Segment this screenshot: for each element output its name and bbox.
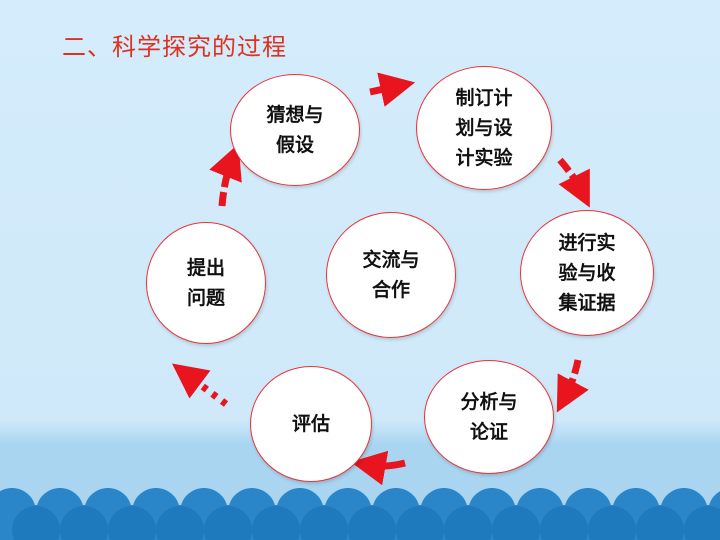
wave-scallop — [492, 506, 540, 540]
wave-scallop — [684, 506, 720, 540]
wave-scallop — [252, 506, 300, 540]
wave-scallop — [396, 506, 444, 540]
node-analyze-argue: 分析与 论证 — [424, 360, 554, 474]
node-guess-label: 猜想与 假设 — [266, 104, 324, 156]
wave-scallop — [108, 506, 156, 540]
arrow-evaluate-to-question — [172, 363, 229, 407]
wave-scallop — [156, 506, 204, 540]
wave-scallop — [444, 506, 492, 540]
arrow-question-to-guess — [209, 143, 242, 207]
wave-scallop — [204, 506, 252, 540]
node-guess-hypothesis: 猜想与 假设 — [230, 74, 360, 186]
wave-scallop — [300, 506, 348, 540]
arrow-analyze-to-evaluate — [350, 450, 406, 486]
slide-title: 二、科学探究的过程 — [62, 33, 287, 61]
node-evaluate-label: 评估 — [291, 413, 330, 435]
node-exchange-label: 交流与 合作 — [362, 249, 420, 301]
node-ask-question: 提出 问题 — [146, 222, 266, 344]
node-analyze-label: 分析与 论证 — [460, 391, 518, 443]
node-conduct-experiment: 进行实 验与收 集证据 — [520, 210, 654, 336]
arrow-guess-to-plan — [369, 72, 416, 107]
arrow-plan-to-experiment — [557, 157, 590, 208]
node-plan-experiment: 制订计 划与设 计实验 — [416, 66, 552, 190]
wave-scallop — [636, 506, 684, 540]
node-exchange-cooperate: 交流与 合作 — [326, 212, 456, 338]
wave-scallop — [348, 506, 396, 540]
node-evaluate: 评估 — [250, 366, 372, 482]
node-plan-label: 制订计 划与设 计实验 — [455, 87, 513, 169]
wave-scallop — [60, 506, 108, 540]
wave-band — [0, 488, 720, 540]
arrow-experiment-to-analyze — [556, 359, 589, 413]
node-question-label: 提出 问题 — [186, 257, 225, 309]
wave-scallop — [12, 506, 60, 540]
node-experiment-label: 进行实 验与收 集证据 — [558, 232, 616, 314]
wave-scallop — [540, 506, 588, 540]
wave-scallop — [588, 506, 636, 540]
